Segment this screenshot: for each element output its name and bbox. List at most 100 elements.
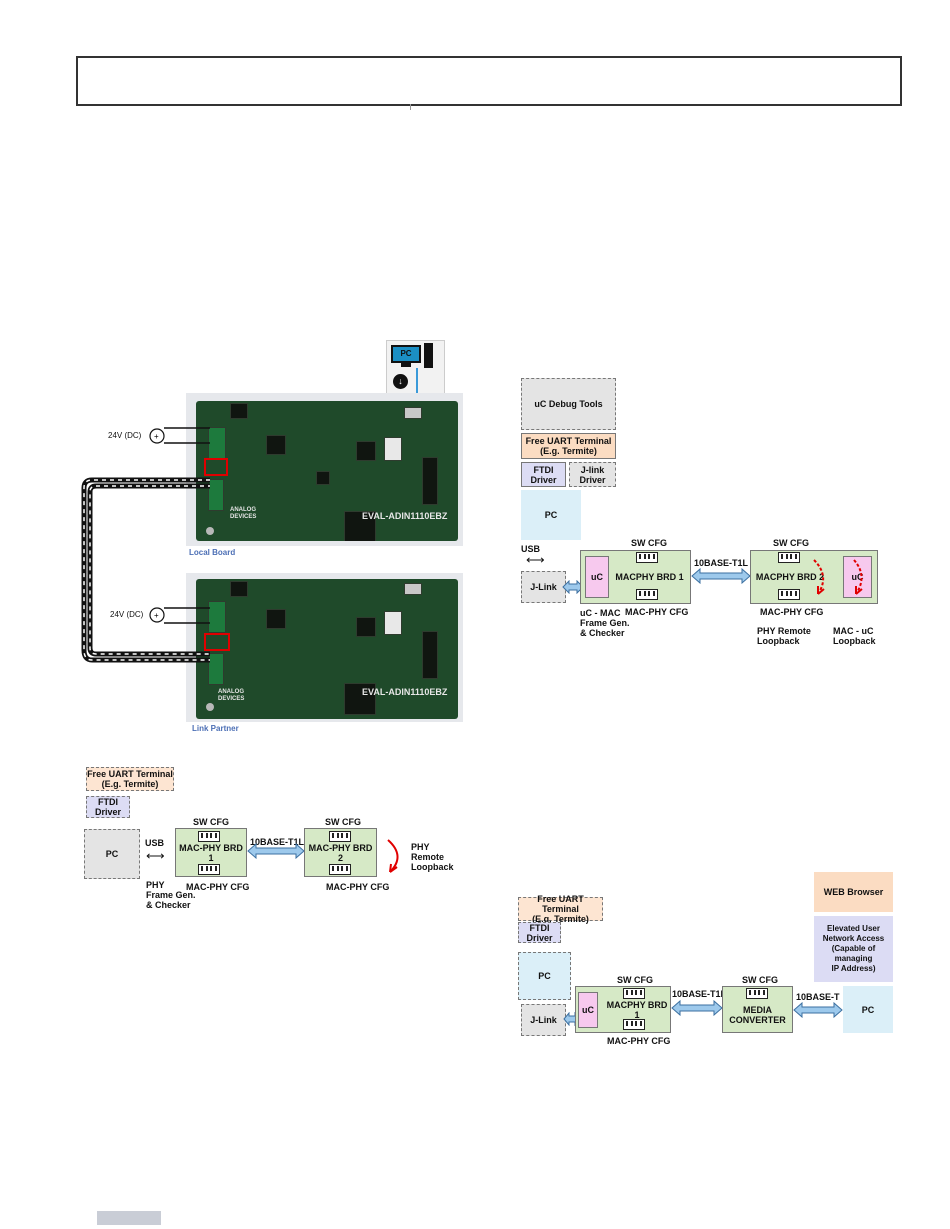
- uc1-label: uC: [591, 572, 603, 582]
- link-arrow: [691, 568, 751, 584]
- page-number-tab: [97, 1211, 161, 1225]
- remote-line2: Loopback: [757, 636, 800, 646]
- dc-jack: [230, 403, 248, 419]
- link-partner-pcb: EVAL-ADIN1110EBZ ANALOG DEVICES: [196, 579, 458, 719]
- mac-uc-loopback-label: MAC - uC Loopback: [833, 626, 876, 646]
- elev-line1: Elevated User: [827, 924, 880, 933]
- link2-arrow-svg: [793, 1002, 843, 1018]
- phy-framegen-label: PHY Frame Gen. & Checker: [146, 880, 196, 910]
- uart-line2: (E.g. Termite): [532, 914, 589, 924]
- remote-line1: PHY: [411, 842, 430, 852]
- brd1-label: MACPHY BRD 1: [606, 999, 668, 1020]
- ic-chip-1: [266, 435, 286, 455]
- jlink-box: J-Link: [521, 1004, 566, 1036]
- ic-chip-2: [356, 441, 376, 461]
- elev-line3: (Capable of: [831, 944, 876, 953]
- uc-mac-framegen-label: uC - MAC Frame Gen. & Checker: [580, 608, 630, 638]
- macphy-cfg-label: MAC-PHY CFG: [607, 1036, 671, 1046]
- usb-port: [404, 407, 422, 419]
- loopback-arrows-svg: [813, 559, 863, 595]
- link1-arrow: [671, 1000, 723, 1016]
- uc-debug-tools-box: uC Debug Tools: [521, 378, 616, 430]
- sw-cfg-label-1: SW CFG: [631, 538, 667, 548]
- brd2-label: MAC-PHY BRD 2: [308, 842, 373, 863]
- macuc-line2: Loopback: [833, 636, 876, 646]
- elev-line5: IP Address): [831, 964, 876, 973]
- sw-cfg-label-1: SW CFG: [617, 975, 653, 985]
- uart-line2: (E.g. Termite): [540, 446, 597, 456]
- usb-icon: ↓: [393, 374, 408, 389]
- ftdi-line2: Driver: [530, 474, 557, 485]
- monitor-icon: PC: [391, 345, 421, 363]
- uc-box: uC: [578, 992, 598, 1028]
- sw-cfg-switch-2: [329, 831, 351, 842]
- uart-terminal-box: Free UART Terminal (E.g. Termite): [521, 433, 616, 459]
- macphy-cfg-switch-2: [329, 864, 351, 875]
- jlink-line1: J-link: [580, 464, 605, 475]
- macphy-cfg-switch-1: [623, 1019, 645, 1030]
- remote-line2: Remote: [411, 852, 445, 862]
- sw-cfg-label-2: SW CFG: [773, 538, 809, 548]
- brd2-label: MACPHY BRD 2: [755, 572, 825, 582]
- twisted-pair-cable: [81, 477, 210, 663]
- ucmac-line1: uC - MAC: [580, 608, 621, 618]
- macphy-cfg-label-2: MAC-PHY CFG: [326, 882, 390, 892]
- media-line2: CONVERTER: [729, 1014, 786, 1025]
- ic-chip-3: [316, 471, 330, 485]
- link-partner-photo: EVAL-ADIN1110EBZ ANALOG DEVICES: [186, 573, 463, 722]
- link-label: 10BASE-T1L: [250, 837, 305, 847]
- mounting-hole: [206, 527, 214, 535]
- header-divider-tick: [410, 104, 411, 110]
- remote-loopback-arrow-svg: [387, 839, 399, 873]
- uc-box-2: uC: [843, 556, 872, 598]
- link1-arrow-svg: [671, 1000, 723, 1016]
- header-connector: [422, 457, 438, 505]
- phy-fg-line2: Frame Gen.: [146, 890, 196, 900]
- uart-line2: (E.g. Termite): [101, 779, 159, 789]
- pc-right-box: PC: [843, 986, 893, 1033]
- highlight-box-top: [204, 458, 228, 476]
- caption-link-partner: Link Partner: [192, 724, 239, 733]
- sw-cfg-switch-1: [198, 831, 220, 842]
- ftdi-driver-box: FTDI Driver: [518, 922, 561, 943]
- jlink-line2: Driver: [579, 474, 606, 485]
- monitor-stand-icon: [401, 363, 411, 367]
- jlink-label: J-Link: [530, 1015, 557, 1025]
- svg-text:+: +: [154, 432, 159, 441]
- ic-chip-2: [356, 617, 376, 637]
- macuc-line1: MAC - uC: [833, 626, 874, 636]
- phy-fg-line1: PHY: [146, 880, 165, 890]
- ftdi-line2: Driver: [94, 807, 121, 817]
- pc-right-label: PC: [861, 1004, 875, 1015]
- bottom-connector: [344, 511, 376, 541]
- phy-remote-loopback-label: PHY Remote Loopback: [757, 626, 811, 646]
- pc-label: PC: [544, 510, 558, 520]
- ftdi-driver-box: FTDI Driver: [521, 462, 566, 487]
- line-terminal: [208, 479, 224, 511]
- uart-line1: Free UART Terminal: [537, 894, 584, 914]
- dip-switch: [384, 437, 402, 461]
- sw-cfg-switch-2: [778, 552, 800, 563]
- wiring-svg: + +: [81, 427, 210, 663]
- web-label: WEB Browser: [823, 887, 884, 897]
- jlink-box: J-Link: [521, 571, 566, 603]
- macphy-cfg-switch-1: [198, 864, 220, 875]
- ftdi-line1: FTDI: [529, 922, 550, 933]
- ucmac-line3: & Checker: [580, 628, 625, 638]
- usb-cable-arrow: [416, 368, 418, 396]
- elevated-access-box: Elevated User Network Access (Capable of…: [814, 916, 893, 982]
- highlight-box-bottom: [204, 633, 230, 651]
- adi-logo-bottom: ANALOG DEVICES: [218, 689, 245, 702]
- debug-label: uC Debug Tools: [534, 399, 603, 409]
- remote-line1: PHY Remote: [757, 626, 811, 636]
- jlink-label: J-Link: [530, 582, 557, 592]
- usb-label: USB: [521, 544, 541, 554]
- board-marking-bottom: EVAL-ADIN1110EBZ: [362, 687, 448, 697]
- dc-jack: [230, 581, 248, 597]
- pc-left-label: PC: [538, 971, 551, 981]
- brd1-label: MACPHY BRD 1: [615, 572, 684, 582]
- phy-fg-line3: & Checker: [146, 900, 191, 910]
- link-arrow-svg: [691, 568, 751, 584]
- tower-icon: [424, 343, 433, 368]
- link-label: 10BASE-T1L: [694, 558, 749, 568]
